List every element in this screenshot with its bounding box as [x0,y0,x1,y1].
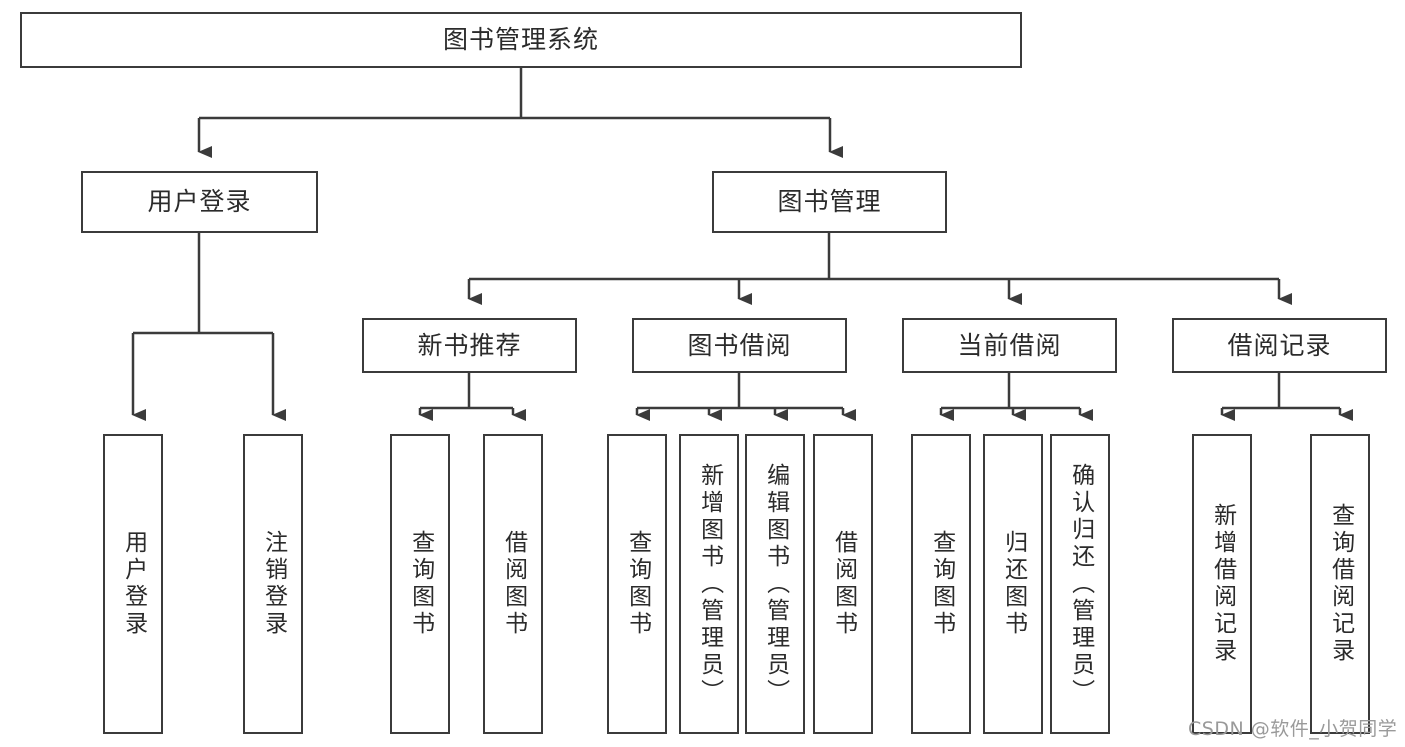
node-leaf-add-record[interactable]: 新增借阅记录 [1192,434,1252,734]
node-leaf-edit-book-label: 编辑图书（管理员） [762,462,789,706]
node-book-manage[interactable]: 图书管理 [712,171,947,233]
node-leaf-query-book-1[interactable]: 查询图书 [390,434,450,734]
node-leaf-query-book-3[interactable]: 查询图书 [911,434,971,734]
node-leaf-add-record-label: 新增借阅记录 [1209,503,1236,665]
node-leaf-user-login-label: 用户登录 [120,530,147,638]
node-user-login-label: 用户登录 [147,187,252,217]
node-leaf-return-book-label: 归还图书 [1000,530,1027,638]
node-leaf-query-record-label: 查询借阅记录 [1327,503,1354,665]
node-current-borrow-label: 当前借阅 [957,330,1062,360]
node-leaf-query-book-3-label: 查询图书 [928,530,955,638]
node-book-borrow[interactable]: 图书借阅 [632,318,847,373]
node-new-book-rec-label: 新书推荐 [417,330,522,360]
node-leaf-edit-book[interactable]: 编辑图书（管理员） [745,434,805,734]
node-leaf-borrow-book-2[interactable]: 借阅图书 [813,434,873,734]
node-leaf-borrow-book-1-label: 借阅图书 [500,530,527,638]
node-leaf-query-book-1-label: 查询图书 [407,530,434,638]
node-borrow-record-label: 借阅记录 [1227,330,1332,360]
node-leaf-add-book[interactable]: 新增图书（管理员） [679,434,739,734]
node-book-borrow-label: 图书借阅 [687,330,792,360]
node-leaf-query-book-2-label: 查询图书 [624,530,651,638]
node-root[interactable]: 图书管理系统 [20,12,1022,68]
node-leaf-logout-label: 注销登录 [260,530,287,638]
node-leaf-query-book-2[interactable]: 查询图书 [607,434,667,734]
node-leaf-logout[interactable]: 注销登录 [243,434,303,734]
node-leaf-confirm-return-label: 确认归还（管理员） [1067,462,1094,706]
node-leaf-borrow-book-2-label: 借阅图书 [830,530,857,638]
node-book-manage-label: 图书管理 [777,187,882,217]
node-leaf-query-record[interactable]: 查询借阅记录 [1310,434,1370,734]
node-root-label: 图书管理系统 [442,25,599,55]
node-new-book-rec[interactable]: 新书推荐 [362,318,577,373]
node-current-borrow[interactable]: 当前借阅 [902,318,1117,373]
node-leaf-confirm-return[interactable]: 确认归还（管理员） [1050,434,1110,734]
node-leaf-borrow-book-1[interactable]: 借阅图书 [483,434,543,734]
node-leaf-return-book[interactable]: 归还图书 [983,434,1043,734]
node-leaf-add-book-label: 新增图书（管理员） [696,462,723,706]
node-user-login[interactable]: 用户登录 [81,171,318,233]
node-leaf-user-login[interactable]: 用户登录 [103,434,163,734]
node-borrow-record[interactable]: 借阅记录 [1172,318,1387,373]
watermark-text: CSDN @软件_小贺同学 [1188,718,1398,740]
